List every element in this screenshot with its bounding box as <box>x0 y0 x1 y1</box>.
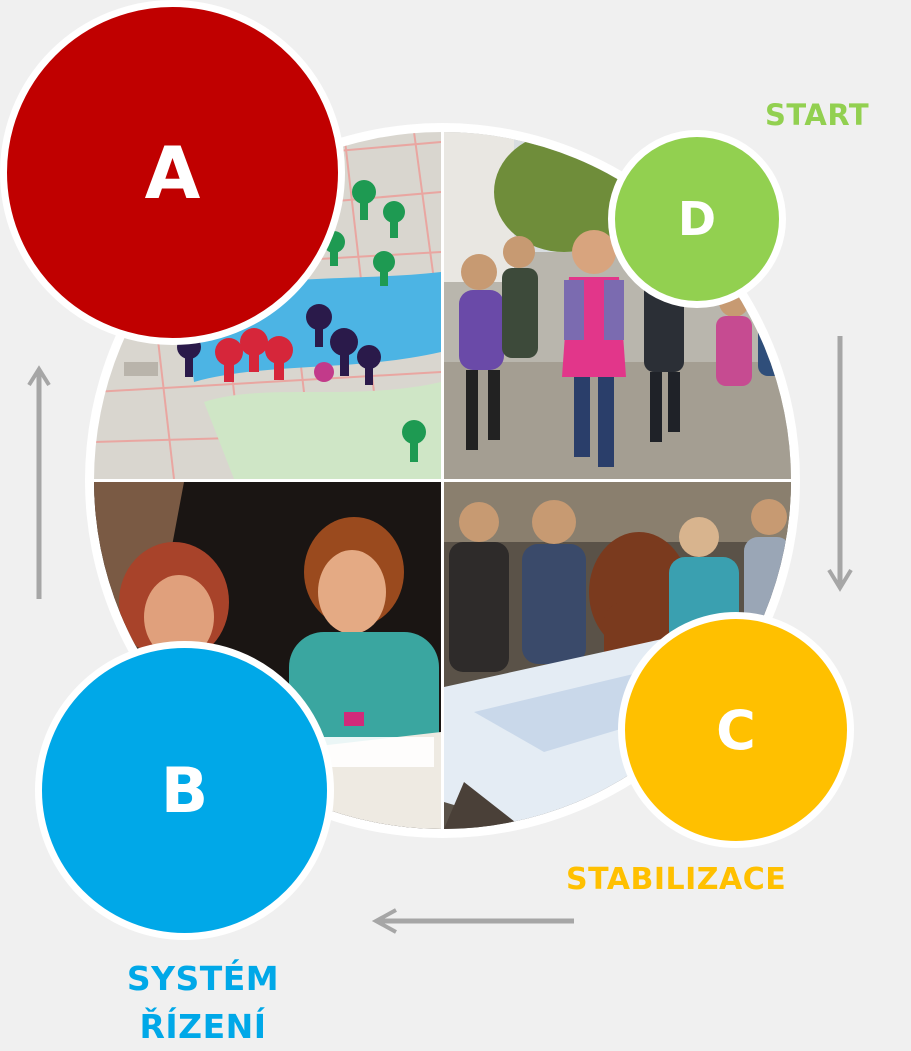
left-arrow <box>370 906 574 936</box>
badge-a-letter: A <box>144 130 201 215</box>
start-label: START <box>765 98 870 132</box>
system-label-line2: ŘÍZENÍ <box>139 1007 267 1046</box>
up-arrow <box>27 365 51 601</box>
badge-c-letter: C <box>716 698 756 762</box>
badge-a: A <box>0 0 345 345</box>
system-label-line1: SYSTÉM <box>126 959 280 998</box>
badge-b-letter: B <box>160 754 209 827</box>
badge-c: C <box>618 612 854 848</box>
badge-d-letter: D <box>677 192 717 246</box>
badge-d: D <box>608 130 786 308</box>
system-label: SYSTÉM ŘÍZENÍ <box>103 955 303 1051</box>
badge-b: B <box>35 641 334 940</box>
down-arrow <box>827 336 853 592</box>
stabilization-label: STABILIZACE <box>566 862 787 897</box>
